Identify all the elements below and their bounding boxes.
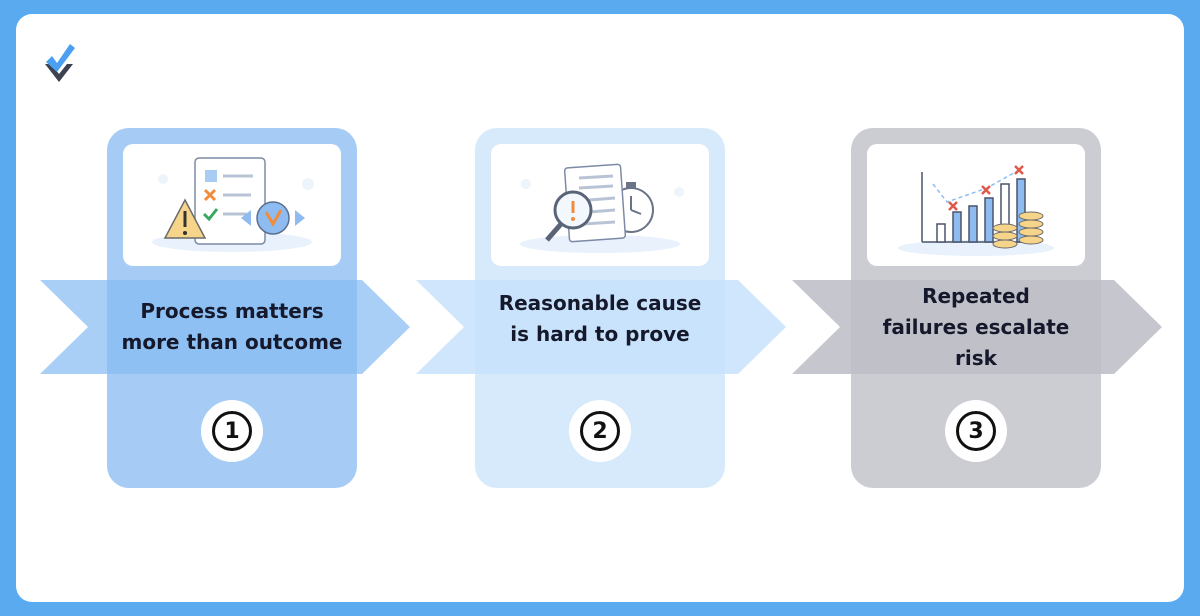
document-magnifier-stopwatch-illustration [491,144,709,266]
step-number-3: 3 [956,411,996,451]
step-number-badge-2: 2 [569,400,631,462]
checklist-warning-illustration [123,144,341,266]
step-number-2: 2 [580,411,620,451]
step-label-2: Reasonable cause is hard to prove [498,291,702,346]
brand-logo-icon [42,42,76,82]
step-label-3: Repeated failures escalate risk [882,283,1070,370]
step-number-1: 1 [212,411,252,451]
step-number-badge-1: 1 [201,400,263,462]
diagram-canvas: Process matters more than outcome Reason… [16,14,1184,602]
step-arrow-1 [40,280,410,374]
step-number-badge-3: 3 [945,400,1007,462]
step-label-1: Process matters more than outcome [121,299,343,354]
step-arrow-3 [792,280,1162,374]
step-arrow-2 [416,280,786,374]
rising-bar-chart-coins-illustration [867,144,1085,266]
